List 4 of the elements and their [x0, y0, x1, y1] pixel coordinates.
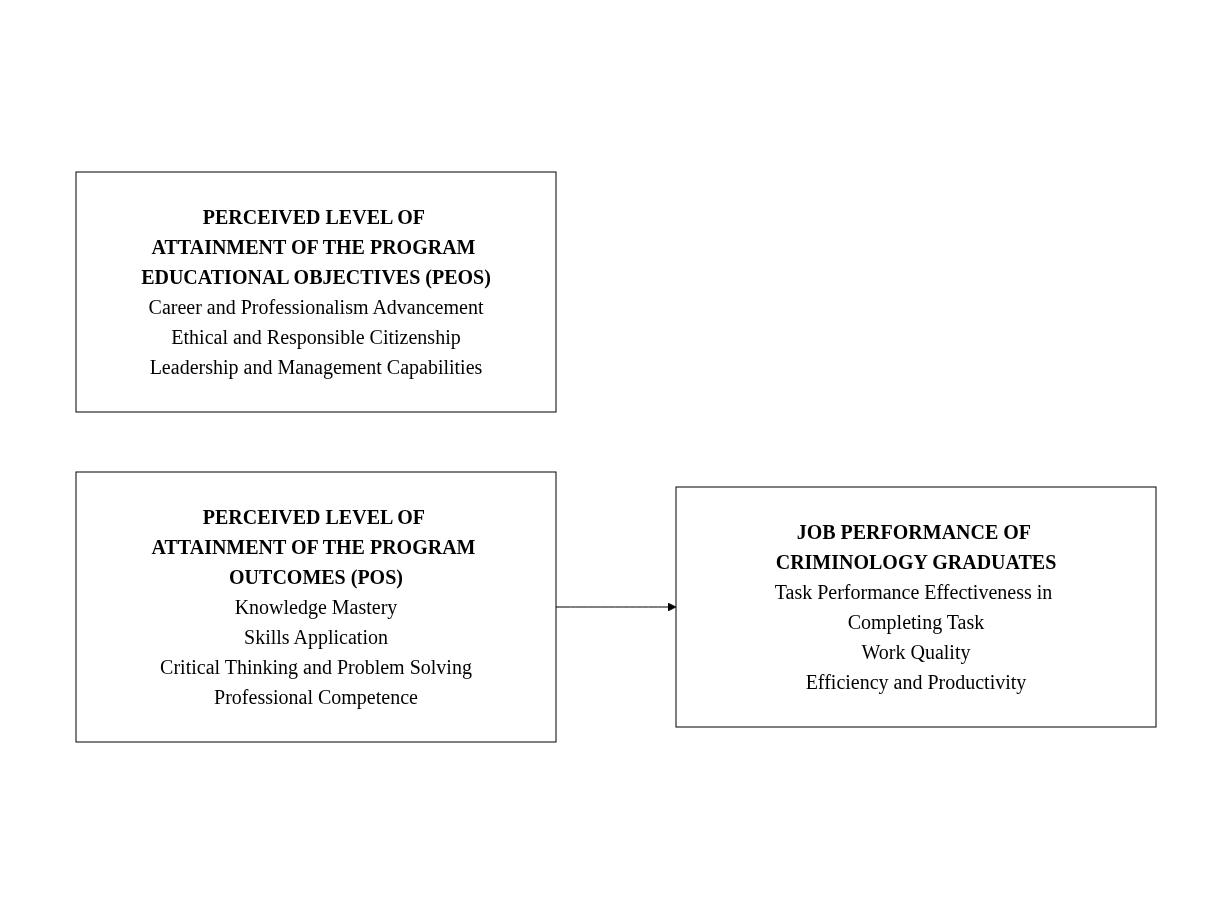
- arrow: [555, 602, 677, 612]
- node-box: PERCEIVED LEVEL OF ATTAINMENT OF THE PROGRAM EDUCATIONAL OBJECTIVES (PEOS) Career and Professionalism Advancement Ethical and Responsible Citizenship Leadership and Management Capabilities: [75, 171, 557, 413]
- node-box: PERCEIVED LEVEL OF ATTAINMENT OF THE PROGRAM OUTCOMES (POS) Knowledge Mastery Skills Application Critical Thinking and Problem Solving Professional Competence: [75, 471, 557, 743]
- node-box: JOB PERFORMANCE OF CRIMINOLOGY GRADUATES Task Performance Effectiveness in Completing Task Work Quality Efficiency and Productivity: [675, 486, 1157, 728]
